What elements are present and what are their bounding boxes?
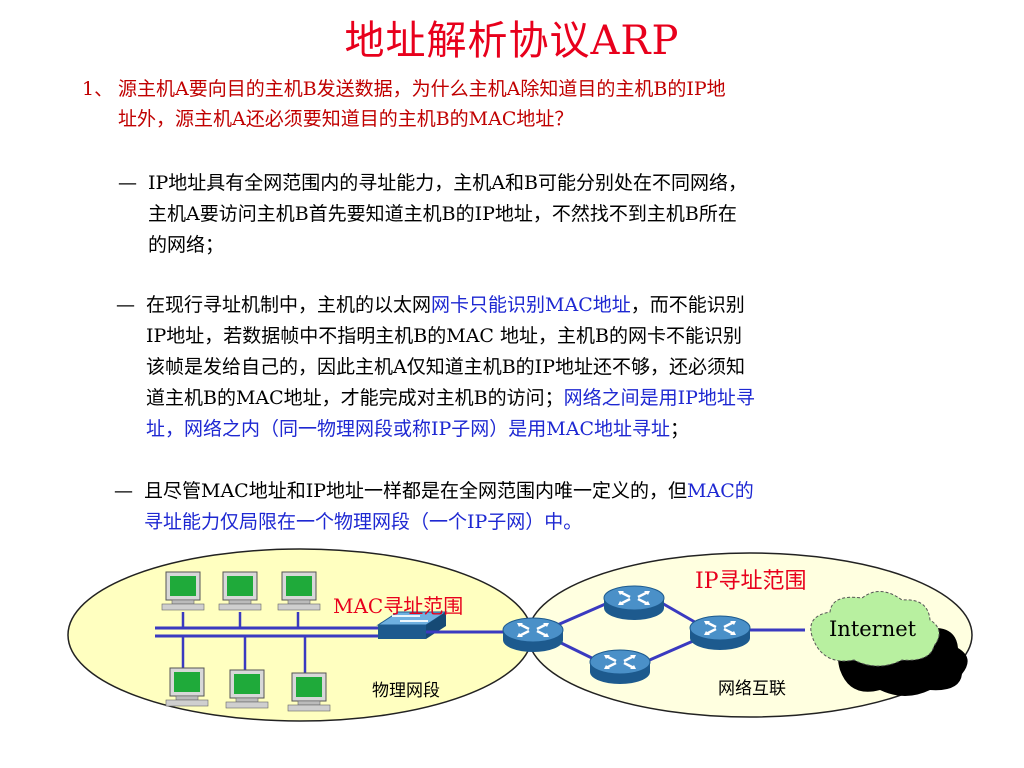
point2-line-5: 址，网络之内（同一物理网段或称IP子网）是用MAC地址寻址； xyxy=(116,414,966,445)
point2-highlight-3: 址，网络之内（同一物理网段或称IP子网）是用MAC地址寻址 xyxy=(146,418,671,440)
question: 1、源主机A要向目的主机B发送数据，为什么主机A除知道目的主机B的IP地 址外，… xyxy=(82,74,942,134)
computer-icon xyxy=(225,669,269,709)
dash-bullet: — xyxy=(114,480,133,502)
internet-label: Internet xyxy=(829,617,917,641)
router-icon xyxy=(688,614,752,652)
physical-segment-label: 物理网段 xyxy=(372,681,440,701)
question-number: 1、 xyxy=(82,78,114,100)
interconnect-label: 网络互联 xyxy=(718,679,786,699)
computer-icon xyxy=(277,571,321,611)
point1-line-2: 主机A要访问主机B首先要知道主机B的IP地址，不然找不到主机B所在 xyxy=(148,203,737,225)
point-mac-address: — 在现行寻址机制中，主机的以太网网卡只能识别MAC地址，而不能识别 IP地址，若… xyxy=(116,290,966,445)
point-ip-address: — IP地址具有全网范围内的寻址能力，主机A和B可能分别处在不同网络， 主机A要访… xyxy=(118,168,958,261)
router-icon xyxy=(602,584,666,622)
question-line-1: 源主机A要向目的主机B发送数据，为什么主机A除知道目的主机B的IP地 xyxy=(118,78,726,100)
point3-highlight-1: MAC的 xyxy=(687,480,754,502)
question-line-2: 址外，源主机A还必须要知道目的主机B的MAC地址？ xyxy=(118,108,574,130)
computer-icon xyxy=(218,571,262,611)
network-diagram: MAC寻址范围 IP寻址范围 物理网段 Internet 网络互联 xyxy=(67,548,973,722)
point2-line-1a: 在现行寻址机制中，主机的以太网 xyxy=(146,294,432,316)
dash-bullet: — xyxy=(116,294,135,316)
point1-line-3: 的网络； xyxy=(148,234,225,256)
internet-cloud-icon xyxy=(810,591,968,696)
point2-line-5b: ； xyxy=(670,418,690,440)
computer-icon xyxy=(287,672,331,712)
router-icon xyxy=(588,648,652,686)
ip-scope-label: IP寻址范围 xyxy=(695,569,807,594)
point2-highlight-2: 网络之间是用IP地址寻 xyxy=(563,387,755,409)
point3-line-2: 寻址能力仅局限在一个物理网段（一个IP子网）中。 xyxy=(144,511,583,533)
router-icon xyxy=(501,616,565,654)
point2-line-3: 该帧是发给自己的，因此主机A仅知道主机B的IP地址还不够，还必须知 xyxy=(146,356,745,378)
point2-line-1b: ，而不能识别 xyxy=(630,294,745,316)
dash-bullet: — xyxy=(118,172,137,194)
point2-highlight-1: 网卡只能识别MAC地址 xyxy=(431,294,631,316)
page-title: 地址解析协议ARP xyxy=(344,18,680,64)
point2-line-4a: 道主机B的MAC地址，才能完成对主机B的访问； xyxy=(146,387,564,409)
mac-scope-label: MAC寻址范围 xyxy=(333,594,463,618)
point2-line-4: 道主机B的MAC地址，才能完成对主机B的访问；网络之间是用IP地址寻 xyxy=(116,383,966,414)
switch-icon xyxy=(376,611,448,639)
point1-line-1: IP地址具有全网范围内的寻址能力，主机A和B可能分别处在不同网络， xyxy=(148,172,747,194)
point2-line-2: IP地址，若数据帧中不指明主机B的MAC 地址，主机B的网卡不能识别 xyxy=(146,325,742,347)
point-scope: — 且尽管MAC地址和IP地址一样都是在全网范围内唯一定义的，但MAC的 寻址能力… xyxy=(114,476,974,538)
computer-icon xyxy=(165,667,209,707)
computer-icon xyxy=(161,571,205,611)
point3-line-1a: 且尽管MAC地址和IP地址一样都是在全网范围内唯一定义的，但 xyxy=(144,480,688,502)
